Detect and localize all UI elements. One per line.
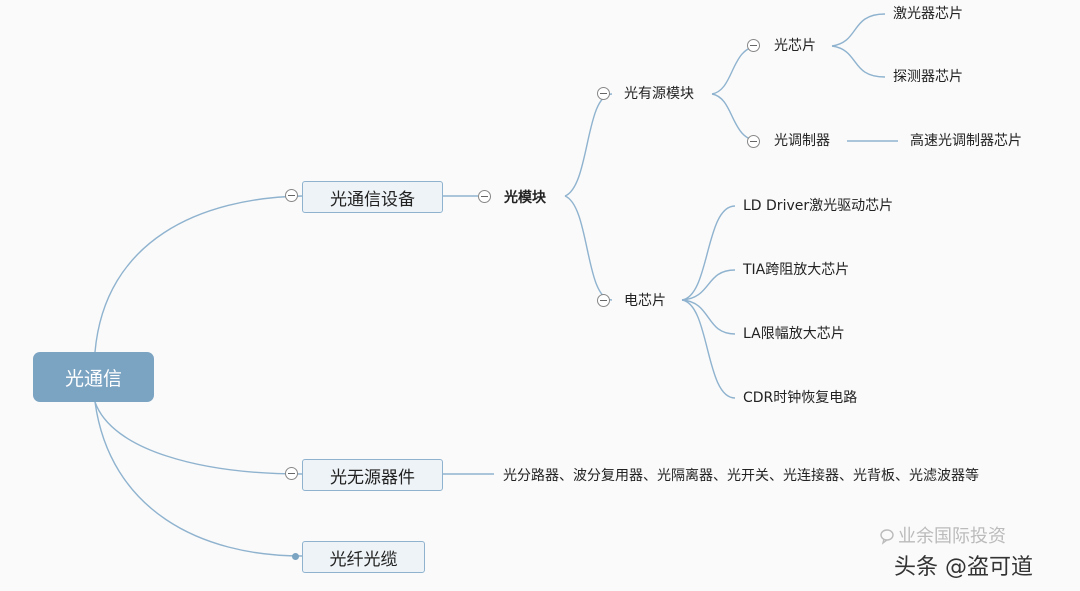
collapse-toggle-active-module[interactable] xyxy=(597,87,610,100)
link-root-fiber xyxy=(94,401,303,557)
node-detector-chip[interactable]: 探测器芯片 xyxy=(893,69,963,85)
node-ld-driver[interactable]: LD Driver激光驱动芯片 xyxy=(743,198,894,214)
collapse-toggle-optical-chip[interactable] xyxy=(747,39,760,52)
node-cdr[interactable]: CDR时钟恢复电路 xyxy=(743,390,858,406)
node-passive-items[interactable]: 光分路器、波分复用器、光隔离器、光开关、光连接器、光背板、光滤波器等 xyxy=(503,468,979,484)
node-modulator[interactable]: 光调制器 xyxy=(774,133,830,149)
node-module[interactable]: 光模块 xyxy=(504,190,546,206)
link-chip-detector xyxy=(831,45,886,78)
fiber-branch-dot xyxy=(292,553,299,560)
node-highspeed-modulator-chip[interactable]: 高速光调制器芯片 xyxy=(910,133,1022,149)
link-electrical-la xyxy=(681,299,736,335)
node-optical-chip[interactable]: 光芯片 xyxy=(774,38,816,54)
collapse-toggle-modulator[interactable] xyxy=(747,135,760,148)
node-active-module[interactable]: 光有源模块 xyxy=(624,86,694,102)
wechat-icon xyxy=(880,529,894,545)
link-module-electrical xyxy=(564,195,613,301)
node-equipment-label: 光通信设备 xyxy=(330,189,415,210)
node-passive[interactable]: 光无源器件 xyxy=(302,459,443,491)
link-module-active xyxy=(564,93,613,197)
node-la[interactable]: LA限幅放大芯片 xyxy=(743,326,845,342)
root-node[interactable]: 光通信 xyxy=(33,352,154,402)
node-fiber[interactable]: 光纤光缆 xyxy=(302,541,425,573)
node-passive-label: 光无源器件 xyxy=(330,467,415,488)
watermark-text: 头条 @盗可道 xyxy=(894,555,1033,580)
collapse-toggle-equipment[interactable] xyxy=(285,189,298,202)
node-equipment[interactable]: 光通信设备 xyxy=(302,181,443,213)
link-root-equipment xyxy=(94,195,303,353)
collapse-toggle-electrical-chip[interactable] xyxy=(597,294,610,307)
link-active-chip xyxy=(711,45,761,95)
node-electrical-chip[interactable]: 电芯片 xyxy=(624,293,666,309)
node-laser-chip[interactable]: 激光器芯片 xyxy=(893,6,963,22)
root-label: 光通信 xyxy=(64,367,122,390)
link-chip-laser xyxy=(831,13,886,47)
link-electrical-cdr xyxy=(681,299,736,399)
node-tia[interactable]: TIA跨阻放大芯片 xyxy=(743,262,850,278)
link-electrical-driver xyxy=(681,205,736,301)
collapse-toggle-passive[interactable] xyxy=(285,467,298,480)
link-active-modulator xyxy=(711,93,761,142)
node-fiber-label: 光纤光缆 xyxy=(329,549,398,570)
link-electrical-tia xyxy=(681,269,736,301)
link-root-passive xyxy=(94,401,303,475)
watermark-faint: 业余国际投资 xyxy=(898,526,1006,547)
collapse-toggle-module[interactable] xyxy=(478,190,491,203)
